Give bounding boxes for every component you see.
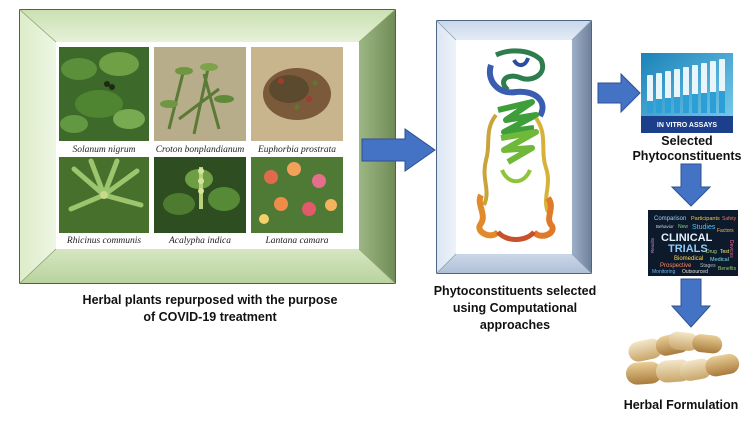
computational-caption: Phytoconstituents selected using Computa… [420, 283, 610, 334]
computational-caption-line-1: Phytoconstituents selected [433, 284, 597, 298]
wc-results: Results [650, 237, 655, 253]
wc-medical: Medical [710, 257, 729, 263]
arrow-down-icon [671, 163, 711, 207]
wc-drug: Drug [706, 249, 717, 255]
croton-bonplandianum-photo [154, 47, 246, 141]
solanum-nigrum-photo [59, 47, 149, 141]
protein-structure-image [476, 48, 556, 242]
in-vitro-assays-label: IN VITRO ASSAYS [657, 122, 717, 129]
wc-participants: Participants [691, 216, 720, 222]
wc-clinical: CLINICAL [661, 232, 713, 244]
acalypha-indica-photo [154, 157, 246, 233]
herbal-plants-caption: Herbal plants repurposed with the purpos… [60, 292, 360, 326]
wc-biomedical: Biomedical [674, 256, 703, 262]
arrow-right-icon [361, 128, 436, 172]
wc-safety: Safety [722, 216, 737, 222]
lantana-camara-photo [251, 157, 343, 233]
wc-stages: Stages [700, 263, 716, 269]
selected-caption-line-1: Selected [661, 134, 713, 148]
plant-label-5: Acalypha indica [168, 236, 231, 246]
rhicinus-communis-photo [59, 157, 149, 233]
selected-caption-line-2: Phytoconstituents [632, 149, 742, 163]
plant-label-2: Croton bonplandianum [156, 145, 245, 155]
plant-label-4: Rhicinus communis [66, 236, 141, 246]
clinical-trials-word-cloud: Comparison Participants Safety Behavior … [648, 210, 738, 276]
wc-outsourced: Outsourced [682, 269, 708, 275]
herbal-plants-frame: Solanum nigrum Croton bonplandianum Euph… [19, 9, 396, 284]
wc-comparison: Comparison [654, 216, 686, 222]
herbal-formulation-caption: Herbal Formulation [610, 397, 752, 414]
wc-monitoring: Monitoring [652, 269, 676, 275]
euphorbia-prostrata-photo [251, 47, 343, 141]
wc-devices: Devices [728, 240, 734, 258]
herbal-formulation-label: Herbal Formulation [623, 398, 739, 412]
computational-caption-line-2: using Computational [452, 301, 578, 315]
plant-label-1: Solanum nigrum [72, 145, 135, 155]
wc-benefits: Benefits [718, 266, 737, 272]
capsules-image [625, 331, 740, 385]
wc-studies: Studies [692, 224, 716, 231]
arrow-right-icon [597, 73, 641, 113]
herbal-plants-caption-line-2: of COVID-19 treatment [143, 310, 277, 324]
computational-caption-line-3: approaches [479, 318, 551, 332]
wc-test: Test [720, 249, 730, 255]
arrow-down-icon [671, 278, 711, 328]
plant-label-3: Euphorbia prostrata [257, 145, 336, 155]
wc-new: New [678, 224, 688, 230]
selected-phytoconstituents-caption: Selected Phytoconstituents [622, 134, 752, 164]
herbal-plants-caption-line-1: Herbal plants repurposed with the purpos… [82, 293, 338, 307]
wc-factors: Factors [717, 228, 734, 234]
plant-label-6: Lantana camara [264, 236, 328, 246]
in-vitro-assays-image: IN VITRO ASSAYS [641, 53, 733, 133]
wc-trials: TRIALS [668, 243, 708, 255]
computational-frame [436, 20, 592, 274]
wc-prospective: Prospective [660, 263, 692, 269]
wc-behavior: Behavior [656, 224, 674, 229]
